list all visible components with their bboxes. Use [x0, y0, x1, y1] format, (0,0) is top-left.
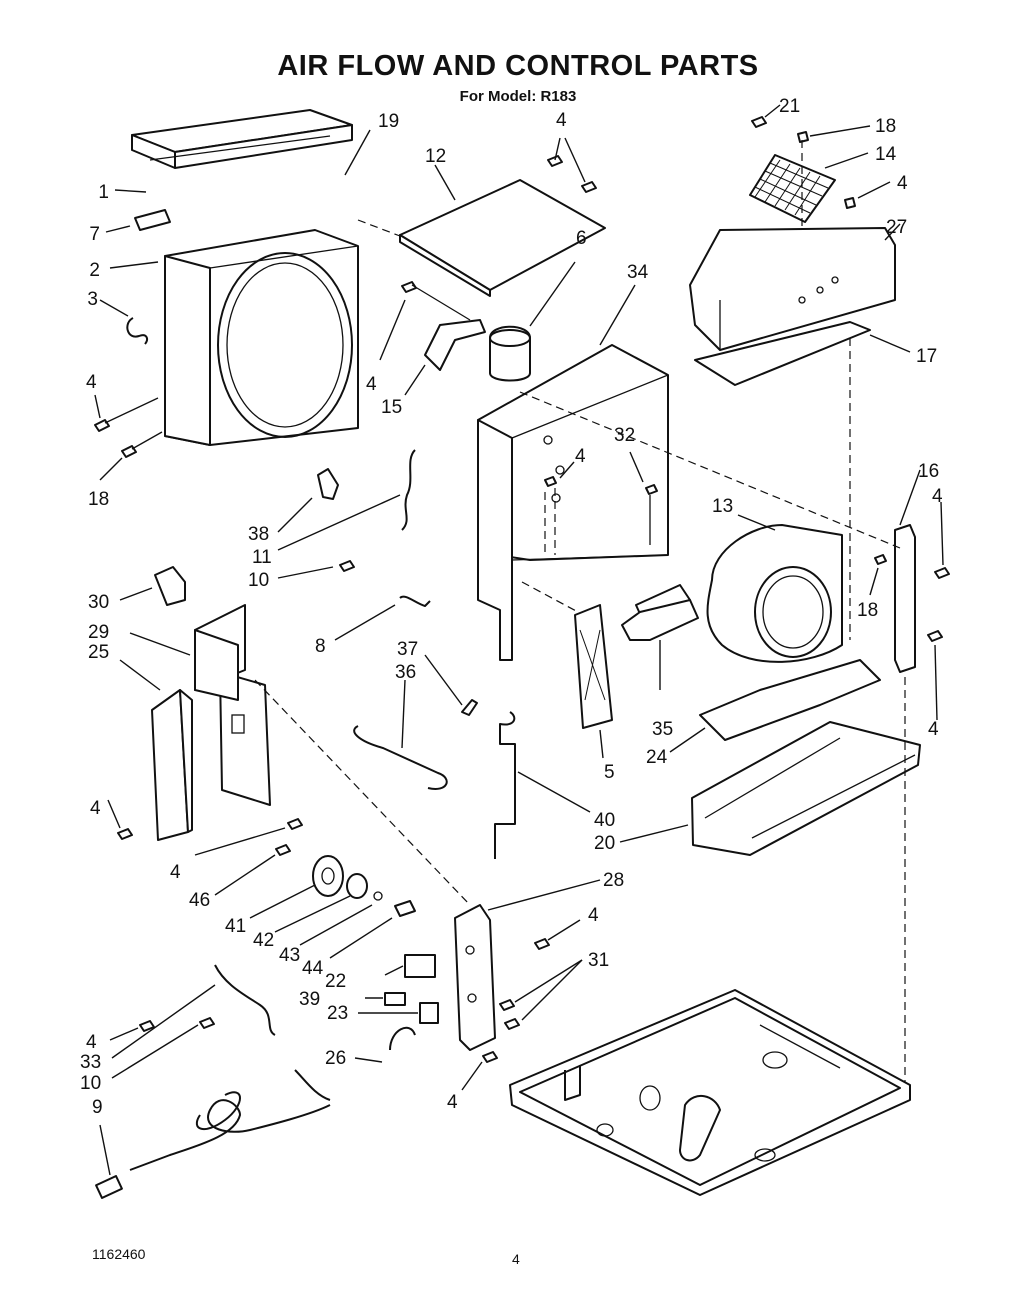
callout-16: 16	[918, 461, 939, 482]
callout-21: 21	[779, 96, 800, 117]
callout-31: 31	[588, 950, 609, 971]
callout-12: 12	[425, 146, 446, 167]
callout-22: 22	[325, 971, 346, 992]
callout-4-control-right: 4	[170, 862, 181, 883]
callout-36: 36	[395, 662, 416, 683]
callout-4-grille: 4	[897, 173, 908, 194]
callout-18-grille: 18	[875, 116, 896, 137]
callout-44: 44	[302, 958, 324, 979]
callout-26: 26	[325, 1048, 346, 1069]
callout-3: 3	[87, 289, 98, 310]
control-box	[107, 604, 471, 906]
callout-2: 2	[89, 260, 100, 281]
front-panel-assembly	[99, 109, 371, 446]
capacitor-and-bracket	[379, 261, 576, 396]
callout-18-blower: 18	[857, 600, 878, 621]
base-pan	[509, 989, 911, 1196]
callout-11: 11	[252, 547, 272, 568]
page-title: AIR FLOW AND CONTROL PARTS	[277, 50, 759, 82]
callout-14: 14	[875, 144, 897, 165]
callout-28: 28	[603, 870, 624, 891]
callout-37: 37	[397, 639, 418, 660]
callout-4-side: 4	[932, 486, 943, 507]
callout-29: 29	[88, 622, 109, 643]
model-subtitle: For Model: R183	[459, 88, 577, 105]
callout-5: 5	[604, 762, 615, 783]
callout-40: 40	[594, 810, 615, 831]
callout-10-mid: 10	[248, 570, 269, 591]
callout-32: 32	[614, 425, 635, 446]
control-knob-parts	[214, 844, 416, 959]
alignment-lines	[519, 338, 906, 1085]
callout-7: 7	[89, 224, 100, 245]
callout-33: 33	[80, 1052, 101, 1073]
callout-25: 25	[88, 642, 109, 663]
callout-4-cord: 4	[86, 1032, 97, 1053]
small-parts-left-mid	[119, 449, 478, 790]
control-bracket	[354, 879, 601, 1091]
callout-24: 24	[646, 747, 668, 768]
callout-4-blower: 4	[928, 719, 939, 740]
callout-1: 1	[98, 182, 109, 203]
drain-pan	[494, 711, 921, 859]
callout-20: 20	[594, 833, 615, 854]
callout-4-partition: 4	[575, 446, 586, 467]
callout-labels: 1 7 2 3 4 18 19 12 4 6 34 4 15 21 18 14 …	[80, 96, 943, 1118]
partition-panel	[477, 284, 669, 661]
callout-4-bracket-right: 4	[588, 905, 599, 926]
callout-17: 17	[916, 346, 937, 367]
document-number: 1162460	[92, 1246, 146, 1262]
callout-39: 39	[299, 989, 320, 1010]
power-cord	[95, 964, 331, 1199]
callout-30: 30	[88, 592, 109, 613]
page-number: 4	[512, 1251, 520, 1267]
callout-43: 43	[279, 945, 300, 966]
coil-grille-assembly	[689, 104, 911, 386]
callout-34: 34	[627, 262, 649, 283]
callout-41: 41	[225, 916, 246, 937]
callout-19: 19	[378, 111, 399, 132]
callout-46: 46	[189, 890, 210, 911]
callout-8: 8	[315, 636, 326, 657]
callout-13: 13	[712, 496, 733, 517]
screw-group-left	[94, 394, 163, 481]
callout-27: 27	[886, 217, 907, 238]
callout-6: 6	[576, 228, 587, 249]
callout-42: 42	[253, 930, 274, 951]
callout-4-control-left: 4	[90, 798, 101, 819]
top-cover-plate	[357, 137, 606, 297]
callout-4-front: 4	[86, 372, 97, 393]
callout-4-bottom: 4	[447, 1092, 458, 1113]
callout-18-front: 18	[88, 489, 109, 510]
blower-assembly	[521, 469, 950, 759]
callout-23: 23	[327, 1003, 348, 1024]
callout-9: 9	[92, 1097, 103, 1118]
callout-15: 15	[381, 397, 402, 418]
callout-38: 38	[248, 524, 269, 545]
callout-10-cord: 10	[80, 1073, 101, 1094]
callout-4-top: 4	[556, 110, 567, 131]
callout-4-bracket: 4	[366, 374, 377, 395]
callout-35: 35	[652, 719, 673, 740]
